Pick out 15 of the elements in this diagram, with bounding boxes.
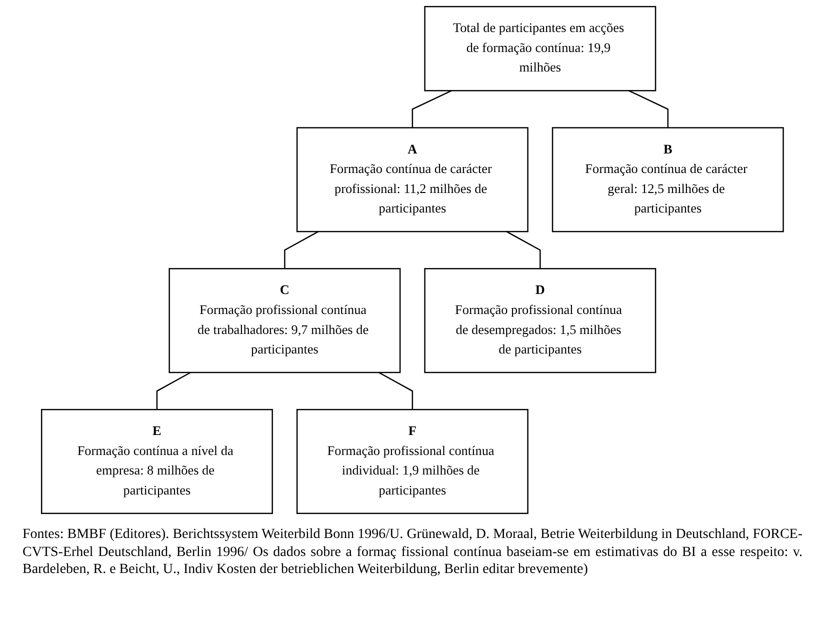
node-box — [424, 6, 656, 92]
connector — [378, 372, 414, 410]
source-note: Fontes: BMBF (Editores). Berichtssystem Weiterbild Bonn 1996/U. Grünewald, D. Moraal, Betrie Weiterbildung in Deutschland, FORCE-CVTS-Erhel Deutschland, Berlin 1996/ Os dados sobre a formaç fissional contínua baseiam-se em estimativas do BI a esse respeito: v. Bardeleben, R. e Beicht, U., Indiv Kosten der betrieblichen Weiterbildung, Berlin editar brevemente) — [22, 526, 802, 578]
connector — [412, 90, 452, 128]
connector — [284, 231, 319, 269]
connector — [156, 372, 191, 410]
connector — [506, 231, 541, 269]
node-box — [424, 268, 656, 374]
connector — [628, 90, 669, 128]
node-box — [552, 127, 784, 232]
tree-diagram: Total de participantes em acções de formação contínua: 19,9 milhões A Formação contínua de carácter profissional: 11,2 milhões de participantes B Formação contínua de carácter geral: 12,5 milhões de participantes C Formação profissional contínua de trabalhadores: 9,7 milhões de participantes D Formação profissional contínua de desempregados: 1,5 milhões de participantes E Formação contínua a nível da empresa: 8 milhões de participantes F Formação profissional contínua individual: 1,9 milhões de participantes — [35, 0, 790, 520]
node-box — [296, 408, 528, 514]
node-box — [41, 408, 274, 514]
node-box — [296, 127, 528, 232]
node-box — [168, 268, 401, 374]
